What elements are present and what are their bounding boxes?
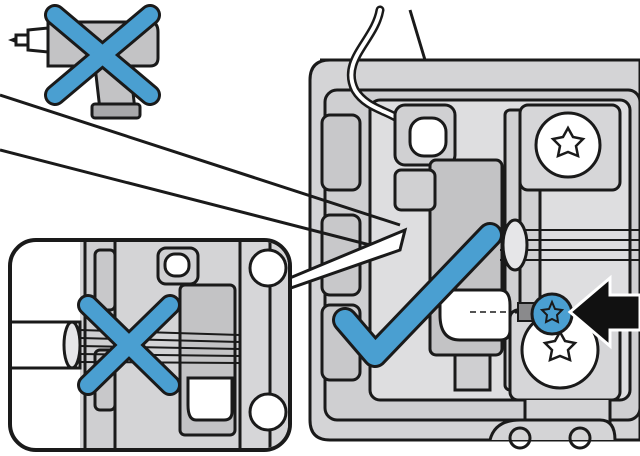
wrong-cable-routing-inset bbox=[10, 240, 290, 450]
